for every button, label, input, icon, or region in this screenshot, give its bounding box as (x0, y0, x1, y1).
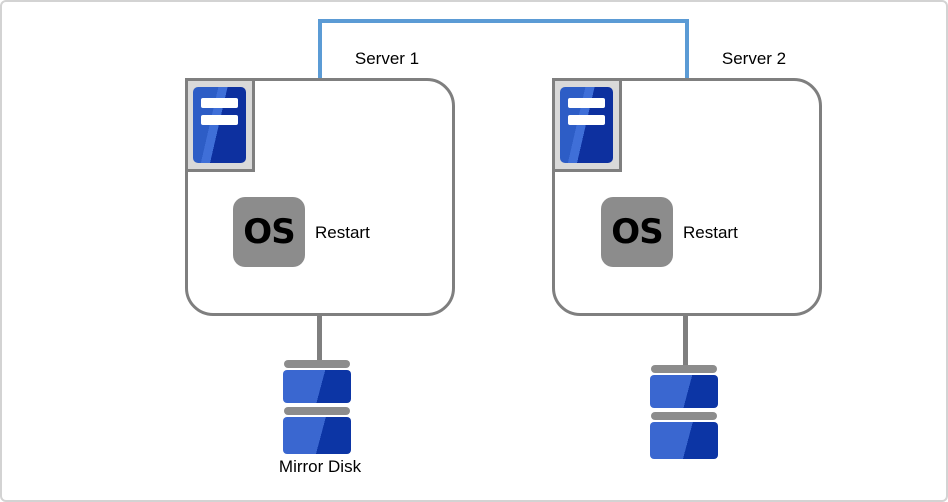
tower-slot-icon (201, 115, 238, 125)
mirror-disk-icon (283, 360, 351, 455)
tower-slot-icon (568, 115, 605, 125)
server1-os-icon: OS (233, 197, 305, 267)
disk-cap-bar (651, 365, 717, 373)
disk-mid-bar (284, 407, 350, 415)
server2-label: Server 2 (721, 49, 787, 68)
server1-os-text: OS (243, 212, 295, 252)
server-tower-icon (193, 87, 246, 163)
server2-disk-connector-line (683, 316, 688, 367)
tower-slot-icon (568, 98, 605, 108)
server2-os-icon: OS (601, 197, 673, 267)
disk-mid-bar (651, 412, 717, 420)
server2-badge (552, 78, 622, 172)
interconnect-line-icon (318, 19, 689, 78)
server2-os-text: OS (611, 212, 663, 252)
tower-slot-icon (201, 98, 238, 108)
server1-restart-label: Restart (315, 223, 370, 242)
disk-platter (650, 422, 718, 459)
server1-badge (185, 78, 255, 172)
server1-disk-connector-line (317, 316, 322, 362)
disk-platter (650, 375, 718, 408)
disk-platter (283, 370, 351, 403)
mirror-disk-icon (650, 365, 718, 460)
mirror-disk-label: Mirror Disk (278, 457, 362, 476)
disk-cap-bar (284, 360, 350, 368)
disk-platter (283, 417, 351, 454)
server-tower-icon (560, 87, 613, 163)
server1-label: Server 1 (354, 49, 420, 68)
server2-restart-label: Restart (683, 223, 738, 242)
